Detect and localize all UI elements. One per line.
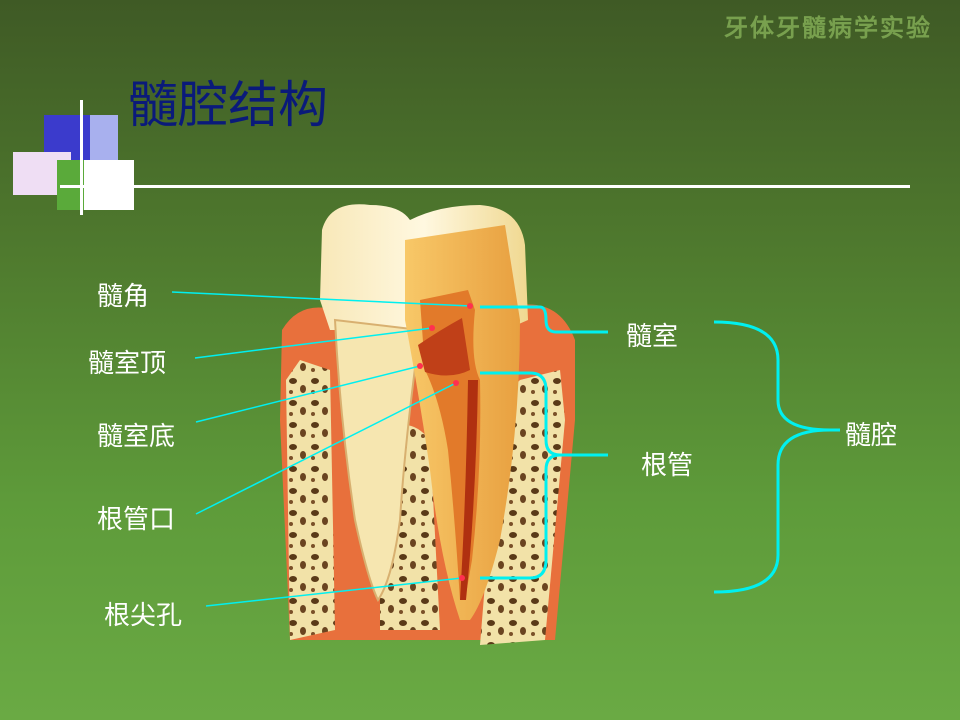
course-header: 牙体牙髓病学实验 xyxy=(724,13,932,42)
label-apical-foramen: 根尖孔 xyxy=(104,601,183,631)
leader-lines-left xyxy=(171,291,471,607)
label-pulp-chamber-floor: 髓室底 xyxy=(97,422,176,452)
brackets-right xyxy=(480,305,840,594)
label-pulp-horn: 髓角 xyxy=(97,282,150,312)
root-left xyxy=(333,318,422,602)
slide-title: 髓腔结构 xyxy=(128,76,328,134)
root-canal xyxy=(460,380,478,600)
title-underline xyxy=(60,185,910,188)
label-root-canal-orifice: 根管口 xyxy=(97,505,176,535)
pointer-dots xyxy=(417,303,473,581)
label-pulp-chamber-roof: 髓室顶 xyxy=(88,349,167,379)
label-pulp-chamber: 髓室 xyxy=(626,322,679,352)
pulp-floor xyxy=(418,318,470,376)
label-root-canal: 根管 xyxy=(641,451,694,481)
label-pulp-cavity: 髓腔 xyxy=(845,421,898,451)
vertical-divider xyxy=(80,100,83,215)
alveolar-bone xyxy=(286,360,335,640)
